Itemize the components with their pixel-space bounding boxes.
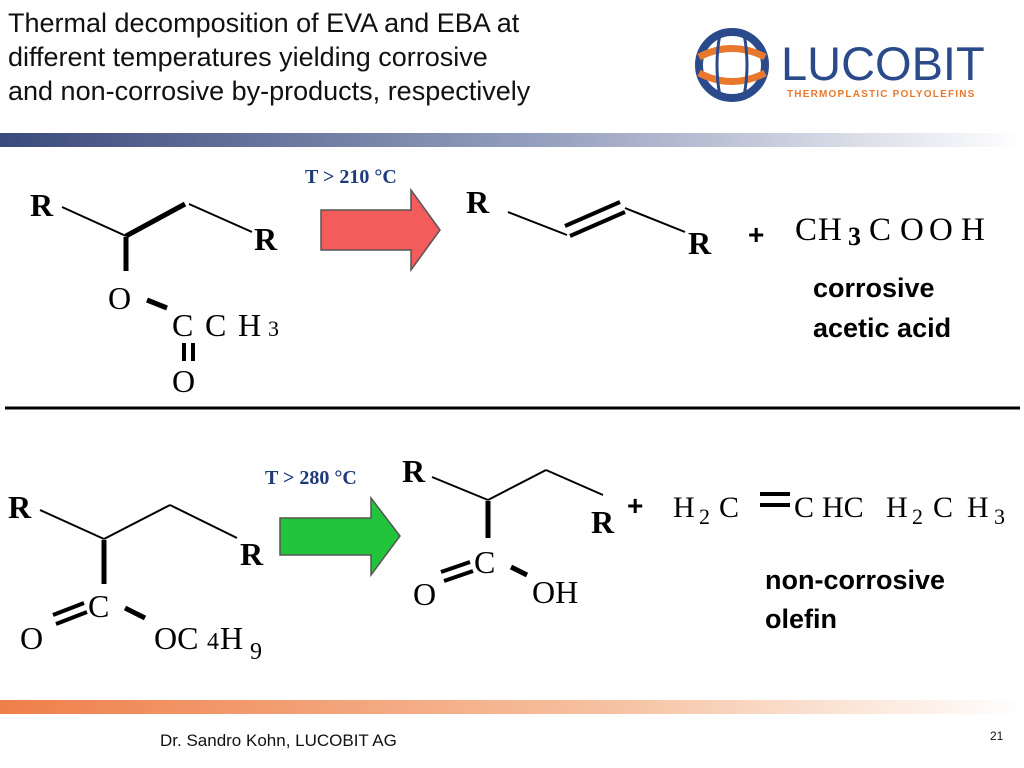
bond: [39, 509, 105, 540]
footer-author: Dr. Sandro Kohn, LUCOBIT AG: [160, 731, 397, 750]
subscript-3: 3: [268, 316, 279, 341]
double-bond-line: [440, 560, 471, 574]
title-line-1: Thermal decomposition of EVA and EBA at: [8, 8, 520, 38]
reactant-eba: R R C O OC 4 H 9: [8, 489, 264, 665]
reaction-2: R R C O OC 4 H 9 T > 280 °C R R C: [8, 453, 1005, 665]
reaction-arrow-red: [320, 187, 441, 273]
formula-hc: HC: [822, 491, 864, 524]
acid-oxygen: O: [413, 576, 436, 612]
formula-subscript-3: 3: [848, 222, 861, 251]
bond: [487, 469, 547, 501]
slide-title: Thermal decomposition of EVA and EBA at …: [8, 6, 688, 108]
bond: [624, 207, 686, 233]
byproduct-note-line-1: non-corrosive: [765, 565, 945, 595]
title-line-2: different temperatures yielding corrosiv…: [8, 42, 488, 72]
formula-o: O: [900, 212, 924, 248]
formula-o: O: [929, 212, 953, 248]
header-gradient-bar: [0, 133, 1024, 147]
formula-c: C: [869, 212, 891, 248]
double-bond-line: [569, 210, 626, 238]
formula-c: C: [933, 491, 953, 524]
reactant-eva: R R O C C H 3 O: [30, 187, 279, 399]
r-group-right: R: [240, 536, 264, 572]
hydroxyl-group: OH: [532, 574, 578, 610]
bond-bold: [146, 297, 168, 311]
bond: [103, 504, 171, 540]
butyl-hydrogen: H: [220, 620, 243, 656]
r-group-left: R: [8, 489, 32, 525]
double-bond-line: [443, 569, 474, 583]
carbonyl-oxygen: O: [172, 363, 195, 399]
logo-tagline: THERMOPLASTIC POLYOLEFINS: [787, 89, 976, 100]
butene-formula: H 2 C C HC H 2 C H 3: [673, 491, 1005, 529]
globe-icon: [695, 28, 769, 102]
methyl-carbon: C: [205, 307, 226, 343]
logo-wordmark: LUCOBIT: [781, 37, 985, 90]
formula-subscript-3: 3: [994, 504, 1005, 529]
bond-bold: [123, 605, 147, 621]
reaction-1: R R O C C H 3 O T > 210 °C R R +: [30, 166, 985, 399]
r-group-right: R: [591, 504, 615, 540]
plus-sign: +: [627, 490, 643, 521]
formula-h: H: [967, 491, 989, 524]
subscript-4: 4: [207, 629, 219, 655]
formula-h: H: [673, 491, 695, 524]
r-group-right: R: [254, 221, 278, 257]
double-bond-line: [55, 610, 88, 626]
ester-oxygen: O: [108, 280, 131, 316]
bond: [431, 476, 489, 501]
bond-bold: [124, 201, 187, 239]
carbonyl-carbon: C: [172, 307, 193, 343]
carbonyl-oxygen: O: [20, 620, 43, 656]
r-group-left: R: [466, 184, 490, 220]
plus-sign: +: [748, 219, 764, 250]
double-bond-line: [564, 200, 621, 228]
byproduct-note-line-2: olefin: [765, 604, 837, 634]
r-group-right: R: [688, 225, 712, 261]
lucobit-logo: LUCOBIT THERMOPLASTIC POLYOLEFINS: [695, 28, 985, 102]
acid-carbon: C: [474, 544, 495, 580]
formula-h: H: [886, 491, 908, 524]
reaction-condition: T > 210 °C: [305, 166, 397, 188]
bond: [61, 206, 127, 237]
bond-bold: [509, 564, 529, 578]
r-group-left: R: [30, 187, 54, 223]
byproduct-note-line-1: corrosive: [813, 273, 935, 303]
product-carboxylic-acid: R R C O OH: [402, 453, 615, 612]
ester-oc: OC: [154, 620, 198, 656]
formula-c: C: [795, 212, 817, 248]
acetic-acid-formula: C H 3 C O O H: [795, 212, 985, 251]
bond: [188, 203, 253, 233]
formula-h: H: [818, 212, 842, 248]
footer-gradient-bar: [0, 700, 1024, 714]
r-group-top: R: [402, 453, 426, 489]
bond: [507, 211, 568, 236]
formula-h: H: [961, 212, 985, 248]
formula-subscript-2: 2: [699, 504, 710, 529]
double-bond-line: [52, 601, 85, 617]
reaction-arrow-green: [279, 495, 401, 578]
methyl-hydrogen: H: [238, 307, 261, 343]
bond: [169, 504, 238, 539]
formula-c: C: [719, 491, 739, 524]
formula-c: C: [794, 491, 814, 524]
carbonyl-carbon: C: [88, 588, 109, 624]
title-line-3: and non-corrosive by-products, respectiv…: [8, 76, 531, 106]
bond: [545, 469, 604, 496]
reaction-condition: T > 280 °C: [265, 467, 357, 489]
page-number: 21: [990, 729, 1004, 743]
product-alkene: R R: [466, 184, 712, 261]
byproduct-note-line-2: acetic acid: [813, 313, 951, 343]
subscript-9: 9: [250, 639, 262, 665]
formula-subscript-2: 2: [912, 504, 923, 529]
